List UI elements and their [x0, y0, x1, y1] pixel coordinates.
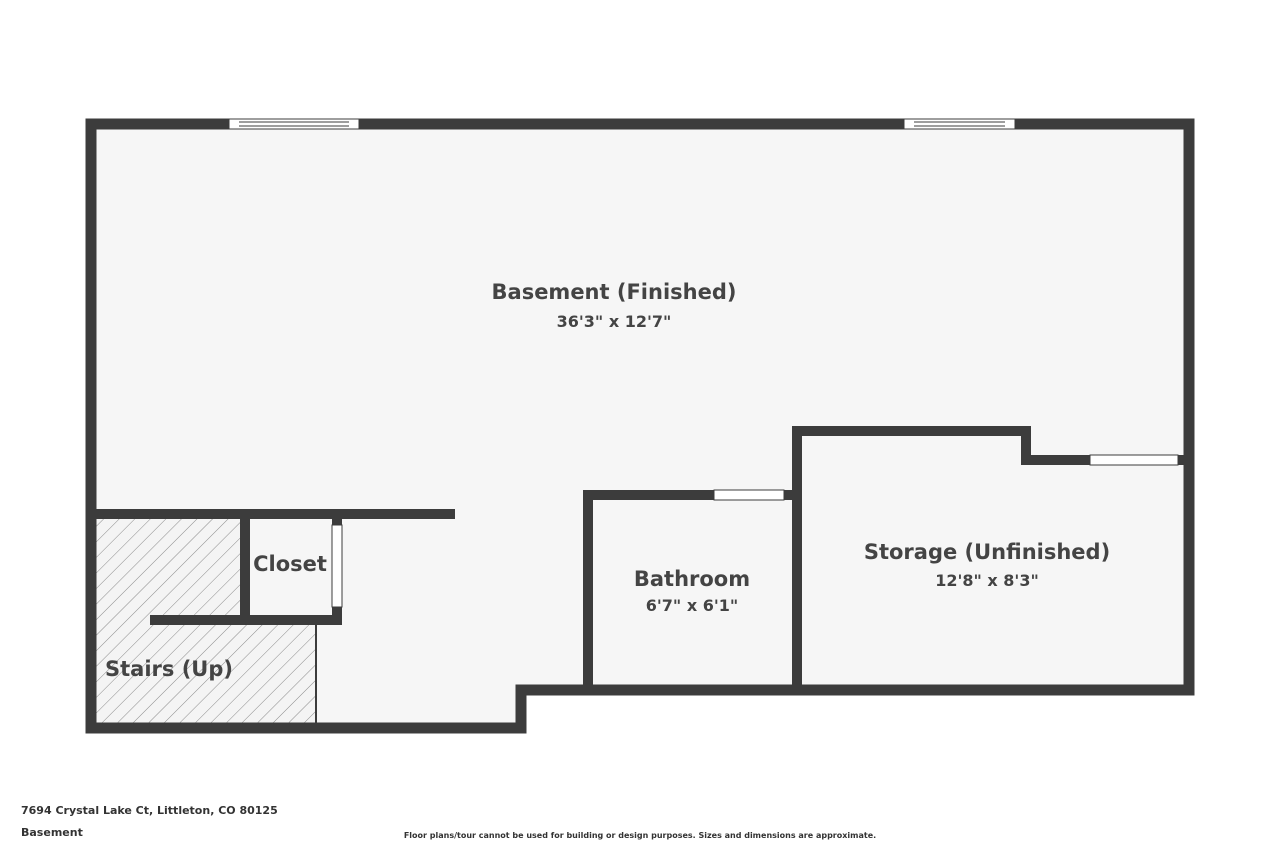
- room-dims-basement: 36'3" x 12'7": [557, 312, 672, 331]
- property-address: 7694 Crystal Lake Ct, Littleton, CO 8012…: [21, 804, 278, 817]
- bathroom-door: [713, 489, 785, 501]
- room-name-closet: Closet: [253, 552, 327, 576]
- floor-label: Basement: [21, 826, 83, 839]
- windows: [228, 118, 1179, 608]
- floor-area: [91, 124, 1189, 728]
- room-name-stairs: Stairs (Up): [105, 657, 233, 681]
- storage-door: [1089, 454, 1179, 466]
- room-name-storage: Storage (Unfinished): [864, 540, 1110, 564]
- window-top-right: [903, 118, 1016, 130]
- interior-walls: [91, 426, 1189, 690]
- disclaimer: Floor plans/tour cannot be used for buil…: [403, 831, 877, 840]
- room-name-bathroom: Bathroom: [634, 567, 750, 591]
- room-name-basement: Basement (Finished): [492, 280, 737, 304]
- outer-walls: [85, 118, 1195, 734]
- room-dims-storage: 12'8" x 8'3": [935, 571, 1039, 590]
- window-top-left: [228, 118, 360, 130]
- room-dims-bathroom: 6'7" x 6'1": [646, 596, 738, 615]
- closet-door: [331, 524, 343, 608]
